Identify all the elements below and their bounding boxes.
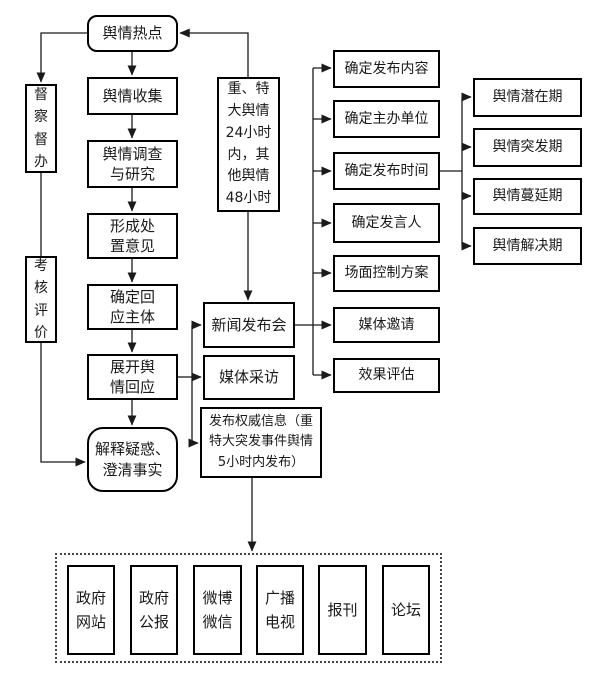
node-phase-latent: 舆情潜在期 bbox=[473, 78, 582, 117]
node-effect-evaluation: 效果评估 bbox=[333, 358, 440, 393]
node-media-invitation: 媒体邀请 bbox=[333, 307, 440, 343]
node-opinion-collection: 舆情收集 bbox=[87, 77, 178, 115]
node-launch-opinion-response: 展开舆 情回应 bbox=[87, 354, 178, 400]
node-determine-release-content: 确定发布内容 bbox=[333, 50, 440, 88]
node-media-interview: 媒体采访 bbox=[203, 355, 295, 400]
node-form-disposal-opinion: 形成处 置意见 bbox=[87, 213, 178, 259]
channel-government-gazette: 政府 公报 bbox=[130, 565, 178, 655]
node-supervision: 督 察 督 办 bbox=[25, 84, 57, 173]
channel-weibo-wechat: 微博 微信 bbox=[193, 565, 242, 655]
node-phase-resolution: 舆情解决期 bbox=[473, 227, 582, 265]
node-press-conference: 新闻发布会 bbox=[203, 302, 295, 348]
node-determine-response-subject: 确定回 应主体 bbox=[87, 284, 178, 330]
node-assessment-evaluation: 考 核 评 价 bbox=[25, 256, 57, 343]
node-response-deadline: 重、特 大舆情 24小时 内，其 他舆情 48小时 bbox=[217, 77, 280, 212]
node-determine-organizer-unit: 确定主办单位 bbox=[333, 100, 440, 138]
node-explain-doubts-clarify-facts: 解释疑惑、 澄清事实 bbox=[87, 427, 178, 492]
node-scene-control-plan: 场面控制方案 bbox=[333, 255, 440, 292]
channel-radio-television: 广播 电视 bbox=[256, 565, 304, 655]
publication-channels-container bbox=[55, 553, 442, 663]
node-public-opinion-hotspot: 舆情热点 bbox=[87, 15, 178, 52]
channel-government-website: 政府 网站 bbox=[67, 565, 115, 655]
node-determine-release-time: 确定发布时间 bbox=[333, 152, 440, 190]
node-phase-spread: 舆情蔓延期 bbox=[473, 178, 582, 215]
channel-newspapers: 报刊 bbox=[318, 565, 367, 655]
node-phase-outbreak: 舆情突发期 bbox=[473, 128, 582, 167]
node-determine-spokesperson: 确定发言人 bbox=[333, 203, 440, 243]
node-authoritative-information-release: 发布权威信息（重 特大突发事件舆情 5小时内发布） bbox=[200, 407, 322, 478]
node-opinion-investigation-research: 舆情调查 与研究 bbox=[87, 140, 178, 188]
channel-forums: 论坛 bbox=[382, 565, 430, 655]
